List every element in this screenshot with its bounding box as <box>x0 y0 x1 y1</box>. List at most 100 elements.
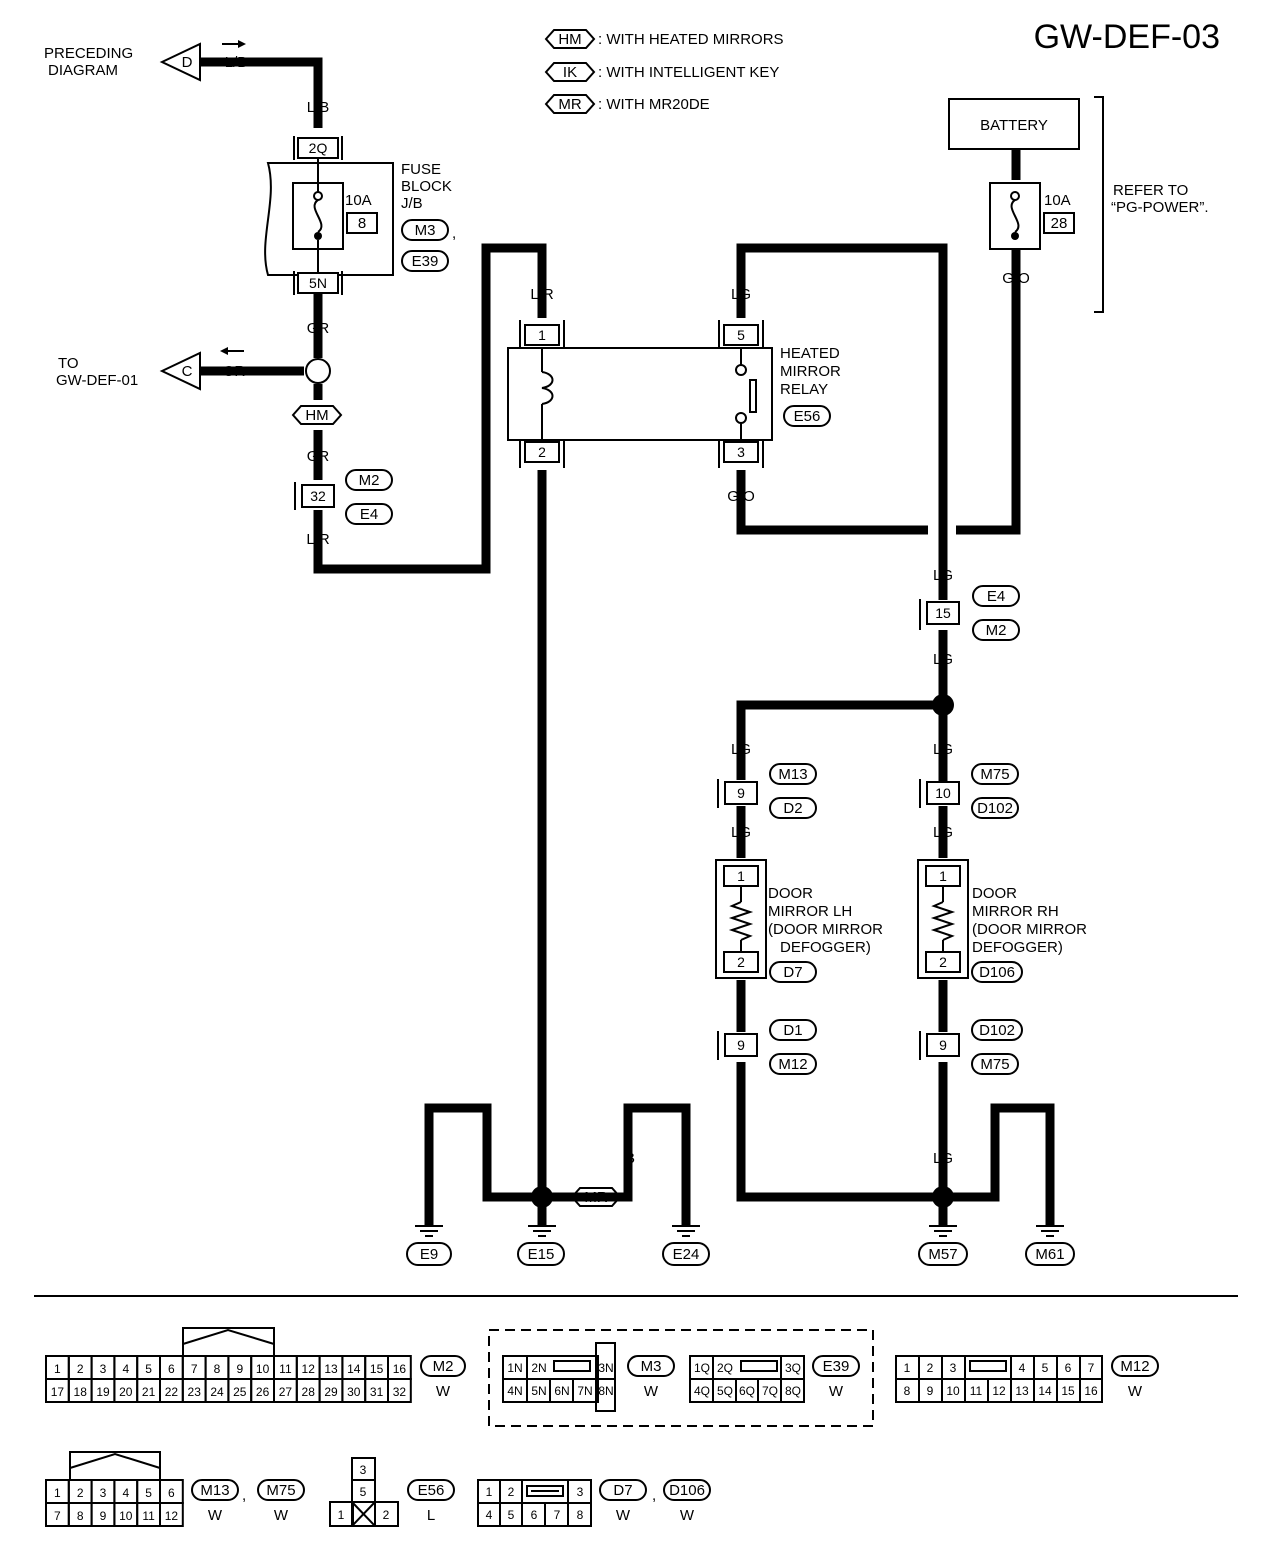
svg-text:B: B <box>482 1150 492 1167</box>
svg-text:4: 4 <box>486 1508 493 1522</box>
connector-pin-label: 25 <box>233 1385 247 1399</box>
connector-pin-label: 18 <box>74 1385 88 1399</box>
connector-pin-label: 5 <box>145 1362 152 1376</box>
svg-text:MIRROR LH: MIRROR LH <box>768 903 852 920</box>
svg-text:6N: 6N <box>554 1384 569 1398</box>
pin-fb-out: 5N <box>293 271 343 295</box>
svg-text:D106: D106 <box>669 1482 705 1499</box>
svg-text:E9: E9 <box>420 1246 438 1263</box>
svg-text:B: B <box>537 488 547 505</box>
svg-text:D102: D102 <box>979 1022 1015 1039</box>
svg-text:W: W <box>616 1507 631 1524</box>
svg-text:TO: TO <box>58 355 79 372</box>
svg-text:REFER TO: REFER TO <box>1113 182 1188 199</box>
svg-text:E4: E4 <box>987 588 1005 605</box>
connector-pin-label: 20 <box>119 1385 133 1399</box>
svg-text:D: D <box>182 54 193 71</box>
wires <box>200 57 1055 1225</box>
connector-cavity <box>387 1378 412 1403</box>
svg-text:D2: D2 <box>783 800 802 817</box>
svg-text:7Q: 7Q <box>762 1384 778 1398</box>
svg-text:6Q: 6Q <box>739 1384 755 1398</box>
svg-text:HEATED: HEATED <box>780 345 840 362</box>
svg-text:5: 5 <box>1042 1361 1049 1375</box>
svg-text:B: B <box>938 1080 948 1097</box>
svg-text:M57: M57 <box>928 1246 957 1263</box>
svg-text:M2: M2 <box>986 622 1007 639</box>
svg-text:W: W <box>274 1507 289 1524</box>
connector-pin-label: 5 <box>145 1486 152 1500</box>
connector-pin-label: 23 <box>188 1385 202 1399</box>
connector-pin-label: 2 <box>77 1362 84 1376</box>
svg-text:BATTERY: BATTERY <box>980 117 1048 134</box>
connector-pin-label: 32 <box>393 1385 407 1399</box>
connector-pin-label: 12 <box>165 1509 179 1523</box>
svg-text:D7: D7 <box>613 1482 632 1499</box>
connector-view-e56: 3 5 1 2 E56 L <box>329 1457 455 1527</box>
svg-text:1: 1 <box>338 1508 345 1522</box>
connector-pin-label: 4 <box>122 1486 129 1500</box>
svg-text:B: B <box>537 1150 547 1167</box>
svg-text:8N: 8N <box>598 1384 613 1398</box>
svg-text:1: 1 <box>538 327 546 343</box>
connector-pin-label: 31 <box>370 1385 384 1399</box>
svg-text:M12: M12 <box>778 1056 807 1073</box>
svg-text:E15: E15 <box>528 1246 555 1263</box>
svg-text:L/B: L/B <box>307 99 330 116</box>
svg-text:6: 6 <box>1065 1361 1072 1375</box>
connector-pin-label: 27 <box>279 1385 293 1399</box>
svg-text:D1: D1 <box>783 1022 802 1039</box>
pin-r1: 1 <box>519 320 565 348</box>
svg-text:B: B <box>424 1150 434 1167</box>
svg-text:2: 2 <box>383 1508 390 1522</box>
svg-text:8: 8 <box>577 1508 584 1522</box>
svg-text:1: 1 <box>939 868 947 884</box>
svg-text:4: 4 <box>1019 1361 1026 1375</box>
svg-text:: WITH INTELLIGENT KEY: : WITH INTELLIGENT KEY <box>598 64 779 81</box>
svg-text:4N: 4N <box>507 1384 522 1398</box>
svg-text:: WITH HEATED MIRRORS: : WITH HEATED MIRRORS <box>598 31 784 48</box>
pin-rh1: 1 <box>925 865 961 887</box>
svg-text:B: B <box>1045 1150 1055 1167</box>
svg-text:16: 16 <box>1084 1384 1098 1398</box>
svg-text:3: 3 <box>360 1463 367 1477</box>
offpage-d: D PRECEDING DIAGRAM <box>44 40 246 82</box>
pin-r5: 5 <box>718 320 764 348</box>
svg-text:B: B <box>736 996 746 1013</box>
svg-text:9: 9 <box>939 1037 947 1053</box>
connector-view-e39: 1Q 2Q 3Q 4Q 5Q 6Q 7Q 8Q E39 W <box>689 1355 860 1403</box>
connector-pin-label: 12 <box>302 1362 316 1376</box>
svg-text:M75: M75 <box>980 1056 1009 1073</box>
svg-text:L/R: L/R <box>306 531 330 548</box>
wire-labels: L/B L/B GR GR GR L/R L/R LG B G/O G/O LG… <box>223 54 1055 1167</box>
svg-text:10: 10 <box>946 1384 960 1398</box>
svg-text:D7: D7 <box>783 964 802 981</box>
connector-view-m3: 1N 2N 3N 4N 5N 6N 7N 8N M3 W <box>502 1342 675 1412</box>
splice-e15 <box>531 1186 553 1208</box>
svg-text:(DOOR MIRROR: (DOOR MIRROR <box>768 921 883 938</box>
connector-view-d7: 1 2 3 4 5 6 7 8 D7 , D106 W W <box>477 1479 711 1527</box>
svg-text:MIRROR: MIRROR <box>780 363 841 380</box>
svg-text:“PG-POWER”.: “PG-POWER”. <box>1111 199 1209 216</box>
svg-text:14: 14 <box>1038 1384 1052 1398</box>
svg-text:LG: LG <box>731 741 751 758</box>
svg-text:B: B <box>681 1150 691 1167</box>
connector-view-m12: 1 2 3 4 5 6 7 8 9 10 11 12 13 14 15 16 M… <box>895 1355 1159 1403</box>
svg-text:7N: 7N <box>577 1384 592 1398</box>
svg-text:2N: 2N <box>531 1361 546 1375</box>
svg-text:GR: GR <box>307 320 330 337</box>
svg-text:DEFOGGER): DEFOGGER) <box>780 939 871 956</box>
svg-text:,: , <box>452 225 456 242</box>
svg-text:5: 5 <box>737 327 745 343</box>
connector-pin-label: 7 <box>191 1362 198 1376</box>
svg-text:LG: LG <box>731 824 751 841</box>
svg-text:RELAY: RELAY <box>780 381 828 398</box>
connector-pin-label: 10 <box>256 1362 270 1376</box>
svg-text:28: 28 <box>1051 215 1068 232</box>
svg-text:MR: MR <box>558 96 581 113</box>
ground-m57: M57 <box>918 1225 968 1266</box>
connector-pin-label: 4 <box>122 1362 129 1376</box>
svg-text:15: 15 <box>1061 1384 1075 1398</box>
svg-text:3: 3 <box>577 1485 584 1499</box>
